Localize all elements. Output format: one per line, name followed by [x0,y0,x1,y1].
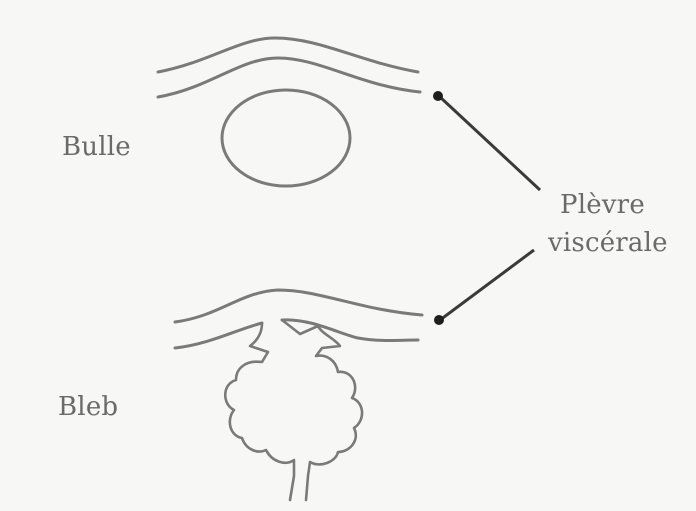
label-viscerale: viscérale [548,228,668,259]
bleb-shape [225,320,362,500]
leader-line-top [440,97,540,190]
bleb-pleura-outer [175,290,422,322]
label-bleb: Bleb [58,392,118,423]
leader-dot-top [433,91,443,101]
bleb-pleura-inner-right [282,320,418,341]
bulle-pleura-outer [158,38,418,72]
bleb-pleura-inner-left [175,323,262,348]
leader-dot-bottom [434,315,444,325]
bulle-circle [222,90,350,186]
leader-line-bottom [440,250,534,320]
label-bulle: Bulle [62,132,131,163]
label-plevre: Plèvre [560,190,645,221]
